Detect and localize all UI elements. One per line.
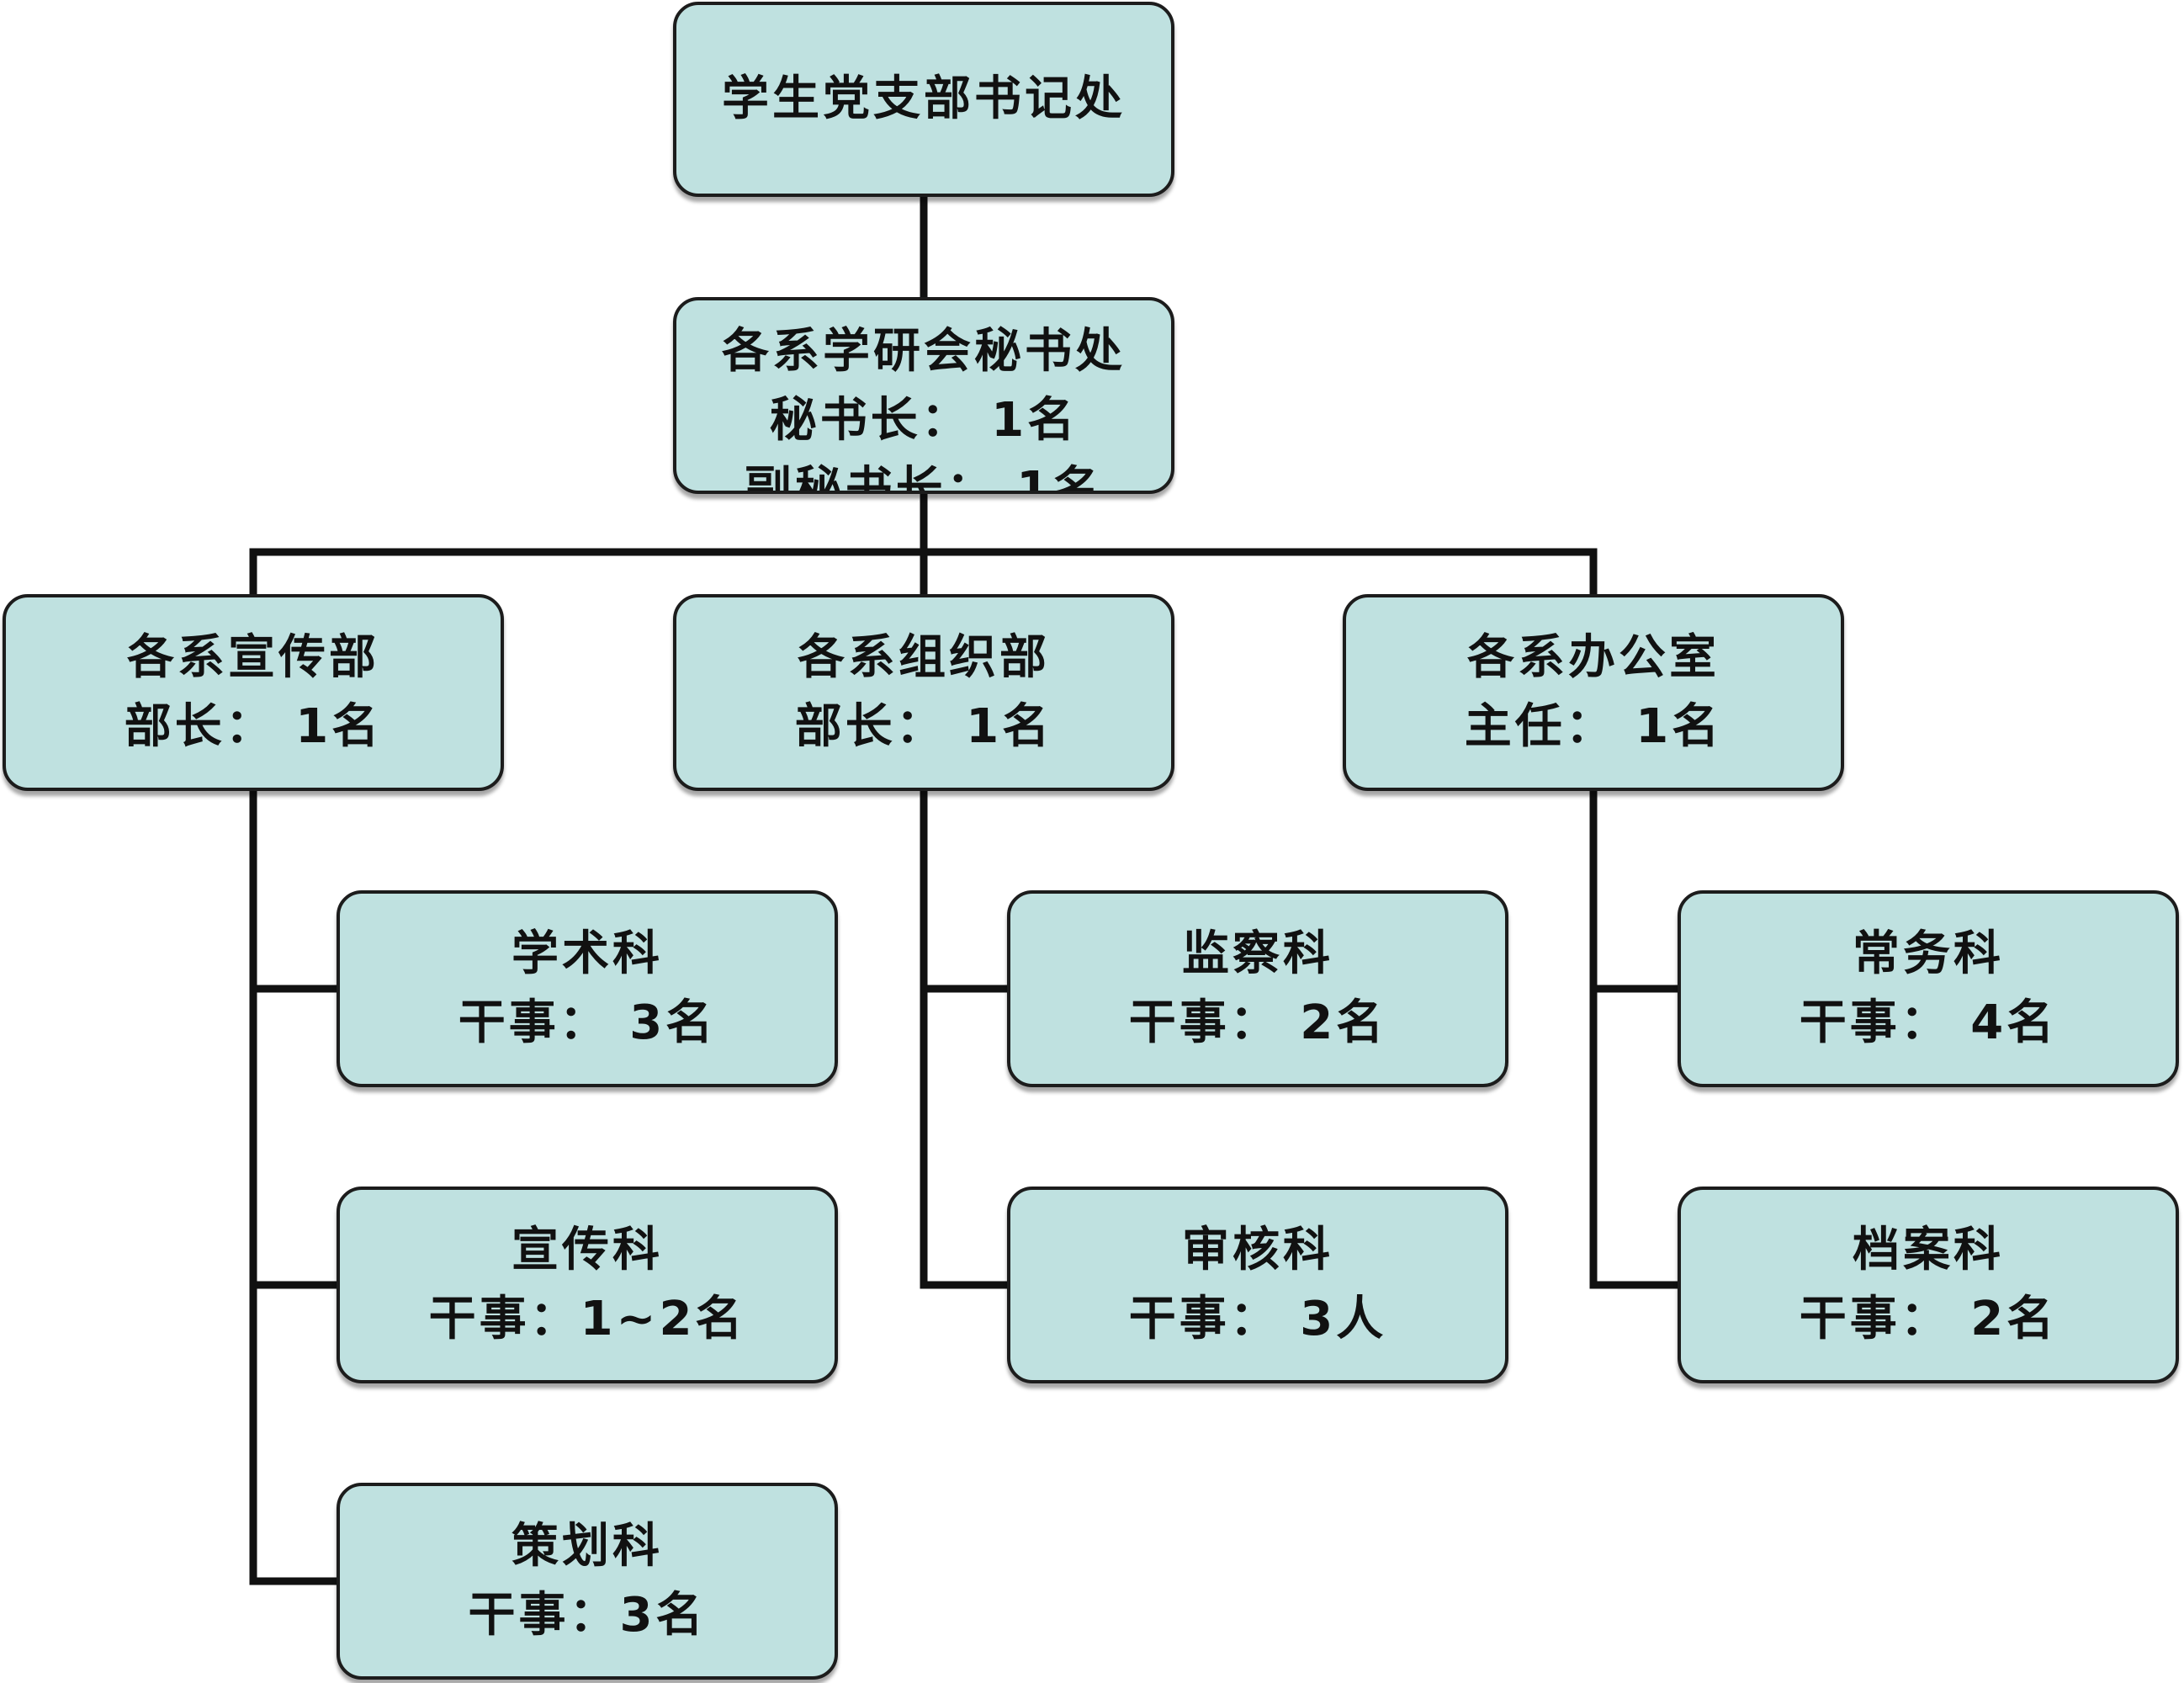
node-staff-line: 干事： 3人 — [1128, 1292, 1387, 1346]
node-title: 学术科 — [512, 926, 663, 981]
node-title: 各系办公室 — [1467, 630, 1720, 685]
node-staff-line: 部长： 1名 — [794, 699, 1053, 754]
node-title: 审核科 — [1182, 1223, 1333, 1277]
node-staff-line: 干事： 2名 — [1128, 995, 1387, 1050]
node-title: 各系宣传部 — [127, 630, 379, 685]
node-title: 监察科 — [1182, 926, 1333, 981]
node-office: 各系办公室 主任： 1名 — [1343, 594, 1844, 791]
node-graduate-council-secretariat: 各系学研会秘书处 秘书长： 1名 副秘书长： 1名 — [673, 297, 1174, 494]
node-staff-line: 干事： 3名 — [458, 995, 717, 1050]
node-party-branch-secretariat: 学生党支部书记处 — [673, 2, 1174, 197]
node-staff-line: 副秘书长： 1名 — [744, 462, 1104, 494]
node-staff-line: 秘书长： 1名 — [769, 393, 1079, 448]
node-planning-section: 策划科 干事：3名 — [337, 1483, 838, 1680]
node-archives-section: 档案科 干事： 2名 — [1678, 1187, 2179, 1383]
node-academic-section: 学术科 干事： 3名 — [337, 890, 838, 1087]
node-title: 常务科 — [1853, 926, 2004, 981]
node-staff-line: 干事：3名 — [468, 1588, 707, 1643]
node-supervision-section: 监察科 干事： 2名 — [1007, 890, 1508, 1087]
node-propaganda-section: 宣传科 干事：1~2名 — [337, 1187, 838, 1383]
node-staff-line: 部长： 1名 — [124, 699, 383, 754]
node-title: 宣传科 — [512, 1223, 663, 1277]
node-title: 各系组织部 — [798, 630, 1050, 685]
node-publicity-department: 各系宣传部 部长： 1名 — [3, 594, 504, 791]
node-staff-line: 干事： 2名 — [1799, 1292, 2058, 1346]
node-organization-department: 各系组织部 部长： 1名 — [673, 594, 1174, 791]
node-general-affairs-section: 常务科 干事： 4名 — [1678, 890, 2179, 1087]
node-staff-line: 干事： 4名 — [1799, 995, 2058, 1050]
node-staff-line: 干事：1~2名 — [428, 1292, 746, 1346]
node-title: 策划科 — [512, 1519, 663, 1574]
node-title: 各系学研会秘书处 — [722, 324, 1126, 379]
node-title: 学生党支部书记处 — [722, 72, 1126, 126]
node-staff-line: 主任： 1名 — [1464, 699, 1723, 754]
node-audit-section: 审核科 干事： 3人 — [1007, 1187, 1508, 1383]
node-title: 档案科 — [1853, 1223, 2004, 1277]
